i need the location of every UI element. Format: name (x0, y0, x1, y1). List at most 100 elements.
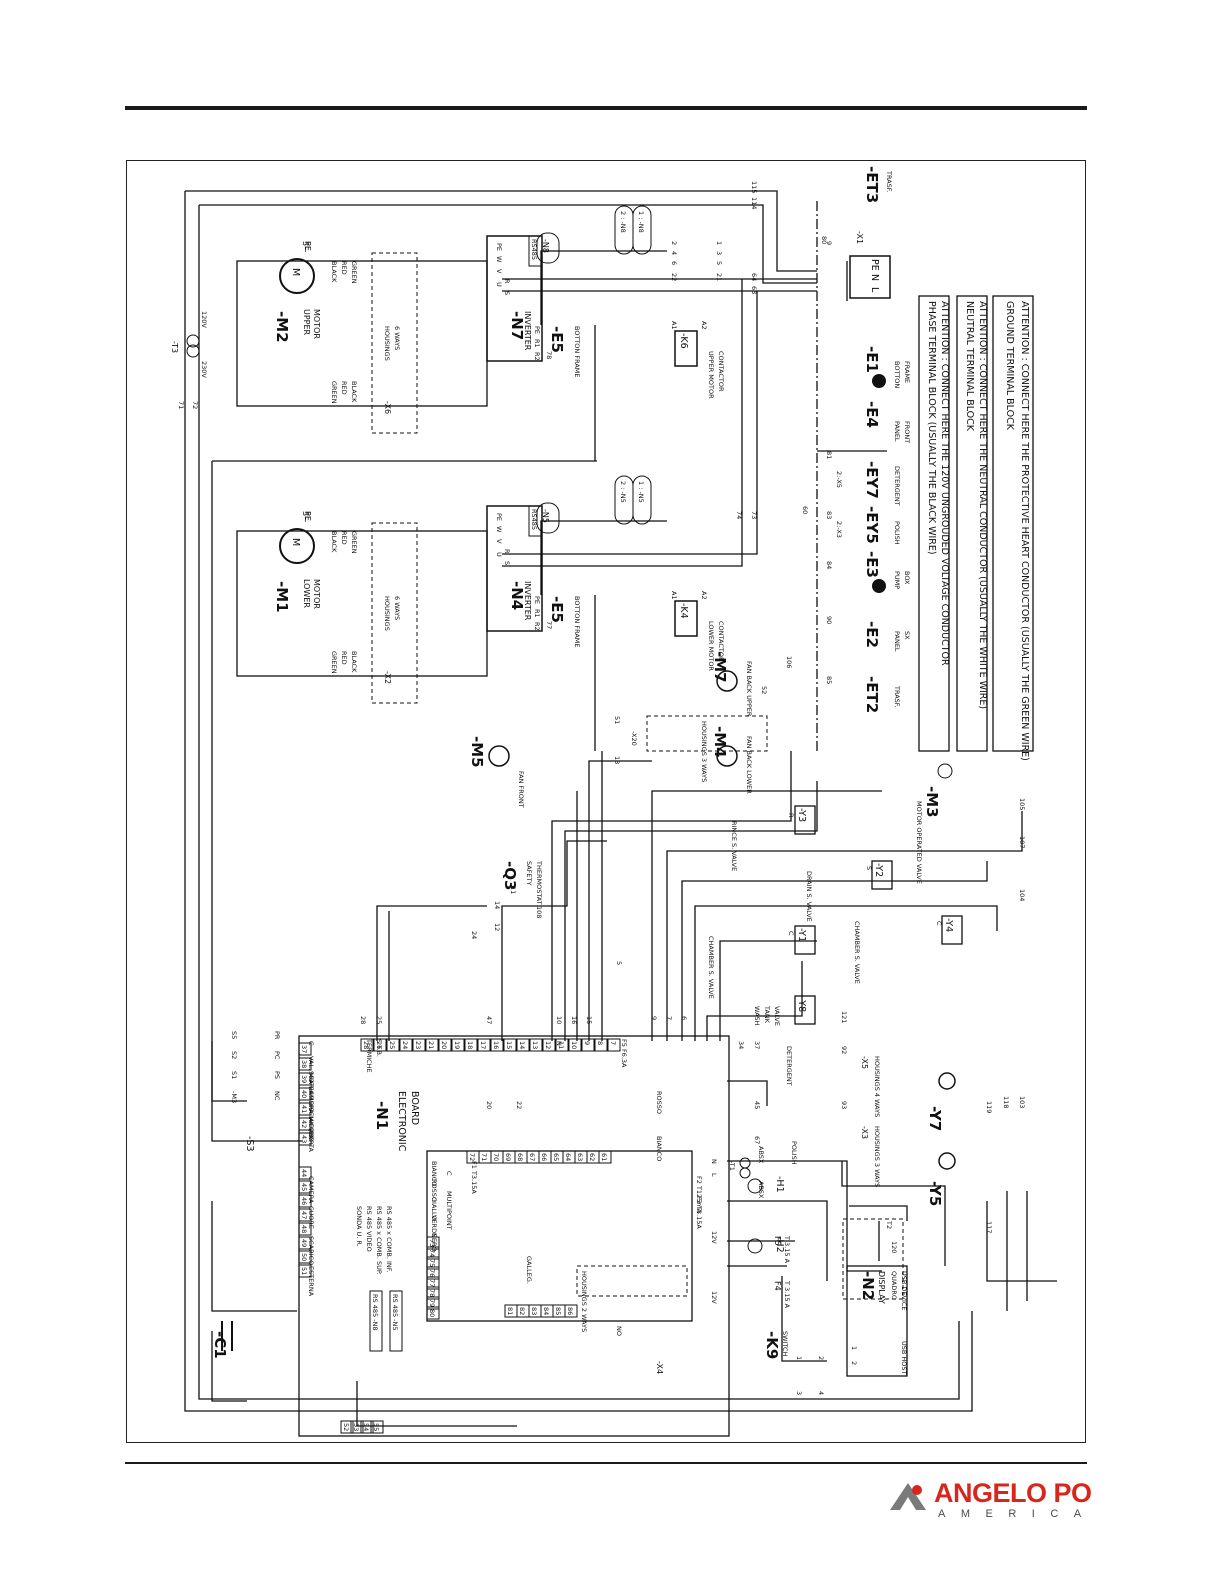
n1-galleg-pin: 86 (566, 1307, 574, 1315)
fan-housing3: HOUSINGS 3 WAYS (700, 721, 708, 782)
inverter-n7-s: S (503, 291, 511, 295)
inverter-n7-pin-v: V (495, 269, 503, 274)
k9-n1: 1 (795, 1356, 803, 1360)
t3-v2: 230V (200, 361, 208, 378)
n1-right-pin: 70 (492, 1153, 500, 1161)
motor-m1-title2: MOTOR (312, 579, 321, 609)
pump-y5-x: -X3 (860, 1126, 869, 1139)
contact-3: 3 (715, 251, 723, 255)
fans: -M5 FAN FRONT -M7 FAN BACK UPPER -M4 FAN… (468, 651, 768, 808)
wire-117: 117 (985, 1221, 993, 1233)
wire-63: 63 (750, 286, 758, 294)
contactor-k4-a1: A1 (670, 591, 678, 600)
note-neutral-2: ATTENTION : CONNECT HERE THE NEUTRAL CON… (977, 301, 988, 709)
housing6-b-line2: 6 WAYS (393, 596, 401, 620)
n1-l1: ELECTRONIC (396, 1091, 407, 1152)
e1-l1: BOTTON (893, 361, 901, 388)
n1-multipoint-pin: 78 (428, 1289, 436, 1297)
valve-y2-label: DRAIN S. VALVE (805, 871, 813, 922)
fuse-f4-val: T 3.15 A (783, 1280, 791, 1309)
contactor-k4: -K4 A1 A2 LOWER MOTOR CONTACTOR (670, 591, 725, 671)
wire-107: 107 (1018, 836, 1026, 848)
n1-right-pin: 61 (600, 1153, 608, 1161)
n1-top-pin: 19 (453, 1041, 461, 1049)
n1-top-pin-box (490, 1038, 504, 1052)
n8-c1: 2 : -N8 (619, 211, 627, 233)
n1-galleg-pin: 85 (554, 1307, 562, 1315)
n1-right-pin: 63 (576, 1153, 584, 1161)
wire-47: 47 (485, 1016, 493, 1024)
pump-y5-housing: HOUSINGS 3 WAYS (873, 1126, 881, 1187)
wire-81: 81 (825, 451, 833, 459)
fuses-t2: F5 T 3.15 A F4 T 3.15 A T2 (773, 1218, 904, 1309)
n1-sensor-pin: 51 (300, 1267, 308, 1275)
valve-y8-l3: VALVE (773, 1006, 781, 1026)
n1-top-pin-box (360, 1038, 374, 1052)
n1-s3: -S3 (244, 1136, 255, 1152)
transformer-t3: -T3 120V 230V 71 72 (170, 311, 208, 409)
e3-l1: PUMP (893, 571, 901, 589)
n1-multipoint-pin: 74 (428, 1249, 436, 1257)
n1-12v-b: 12V (710, 1291, 718, 1304)
sw-s5: S5 (230, 1031, 238, 1039)
contact-1: 1 (715, 241, 723, 245)
contact-22: 22 (670, 273, 678, 281)
n1-left-pin-box (298, 1117, 312, 1131)
wire-115: 115 (750, 181, 758, 193)
n1-multipoint-pin-box (426, 1236, 440, 1250)
note-phase-2: ATTENTION : CONNECT HERE THE 120V UNGROU… (939, 301, 950, 666)
n1-top-pin: 20 (440, 1041, 448, 1049)
fan-m4-id: -M4 (711, 726, 729, 758)
n1-sensor-pin-box (298, 1166, 312, 1180)
wire-red-2: RED (340, 381, 348, 395)
t3-w1: 71 (177, 401, 185, 409)
valve-y8-l1: WASH (753, 1006, 761, 1026)
wire-85: 85 (825, 676, 833, 684)
n1-top-pin: 25 (388, 1041, 396, 1049)
sw-pc: PC (273, 1051, 281, 1060)
n1-left-pin-box (298, 1102, 312, 1116)
contact-5: 5 (715, 261, 723, 265)
n1-top-pin-box (399, 1038, 413, 1052)
n2-host: USB HOST (900, 1341, 908, 1375)
logo-mark-icon (890, 1483, 926, 1510)
wire-106: 106 (785, 656, 793, 668)
n1-sensor-pin-box (298, 1180, 312, 1194)
wire-105: 105 (1018, 798, 1026, 810)
wire-118: 118 (1002, 1096, 1010, 1108)
housing-x4: HOUSINGS 2 WAYS -X4 NO (576, 1265, 688, 1374)
contact-6: 6 (670, 261, 678, 265)
n1-multipoint-pin-box (426, 1286, 440, 1300)
contactor-k4-label1: LOWER MOTOR (707, 621, 715, 671)
wire-numbers: 115 114 80 64 63 74 73 60 106 51 52 13 1… (359, 181, 1026, 1253)
x4-label: HOUSINGS 2 WAYS (580, 1271, 588, 1332)
n1-right-pin: 64 (564, 1153, 572, 1161)
e3-l2: BOX (903, 571, 911, 585)
fan-m7-id: -M7 (711, 651, 729, 683)
n1-top-pin-box (581, 1038, 595, 1052)
e5-wire-78: 78 (545, 351, 553, 359)
valve-m3-label: MOTOR OPERATED VALVE (915, 801, 923, 884)
valve-y1-c: C (787, 931, 795, 936)
q3-id: -Q3 (501, 861, 519, 890)
wire-60: 60 (801, 506, 809, 514)
n1-left-pin: 42 (300, 1120, 308, 1128)
wire-24: 24 (470, 931, 478, 939)
inverter-n4-rs: RS485 (530, 509, 538, 530)
n1-multipoint-pin-box (426, 1246, 440, 1260)
valve-y2-s: S (865, 866, 873, 870)
inverter-n7: -N7 INVERTER RS485 PE W V U PE R1 R2 R S (486, 235, 543, 362)
wire-red-3: RED (340, 531, 348, 545)
sw-nc: NC (273, 1091, 281, 1101)
inverter-n7-label: INVERTER (523, 311, 532, 351)
t1-id: -T1 (728, 1161, 736, 1171)
tb-pe: PE (869, 259, 880, 271)
n1-top-pin-box (438, 1038, 452, 1052)
n1-top-pin: 15 (505, 1041, 513, 1049)
wire-121: 121 (840, 1011, 848, 1023)
note-ground-1: GROUND TERMINAL BLOCK (1004, 301, 1015, 431)
motor-m1-symbol: M (290, 538, 301, 546)
